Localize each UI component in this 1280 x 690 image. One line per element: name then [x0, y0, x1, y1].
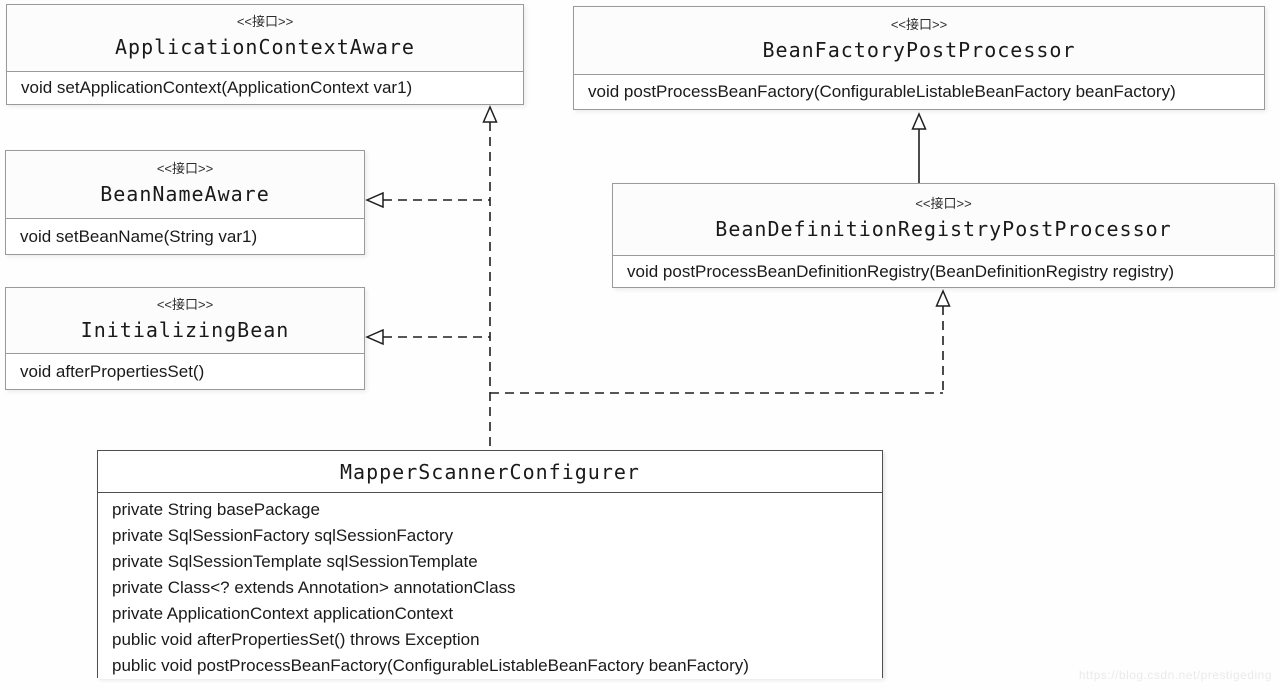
member-label: private SqlSessionFactory sqlSessionFact…: [112, 526, 454, 545]
member-label: private ApplicationContext applicationCo…: [112, 604, 454, 623]
method-compartment: void afterPropertiesSet(): [6, 354, 364, 389]
class-header: <<接口>> BeanDefinitionRegistryPostProcess…: [613, 184, 1274, 256]
class-name: BeanFactoryPostProcessor: [762, 37, 1076, 62]
stereotype-label: <<接口>>: [915, 195, 972, 211]
hollow-arrowhead-to-bdrpp: [935, 289, 951, 307]
member-label: public void afterPropertiesSet() throws …: [112, 630, 480, 649]
watermark-url: https://blog.csdn.net/prestigeding: [1078, 668, 1272, 682]
method-label: void setBeanName(String var1): [20, 226, 258, 246]
stereotype-label: <<接口>>: [890, 16, 948, 32]
stereotype-label: <<接口>>: [236, 14, 294, 29]
stereotype-label: <<接口>>: [156, 296, 214, 312]
method-label: void afterPropertiesSet(): [20, 361, 205, 381]
class-box-initializingbean: <<接口>> InitializingBean void afterProper…: [5, 287, 365, 390]
class-box-applicationcontextaware: <<接口>> ApplicationContextAware void setA…: [6, 4, 524, 105]
class-header: <<接口>> InitializingBean: [6, 288, 364, 354]
member-label: private SqlSessionTemplate sqlSessionTem…: [112, 552, 478, 571]
class-name: ApplicationContextAware: [115, 35, 415, 59]
class-box-beandefinitionregistrypostprocessor: <<接口>> BeanDefinitionRegistryPostProcess…: [612, 183, 1275, 288]
class-header: <<接口>> BeanNameAware: [6, 151, 364, 219]
method-compartment: void setApplicationContext(ApplicationCo…: [7, 72, 523, 104]
member-label: private String basePackage: [112, 500, 320, 519]
class-header: <<接口>> BeanFactoryPostProcessor: [574, 7, 1264, 75]
hollow-arrowhead-to-beannameaware: [365, 191, 384, 209]
class-name: BeanDefinitionRegistryPostProcessor: [715, 216, 1172, 241]
hollow-arrowhead-to-applicationcontextaware: [482, 105, 498, 123]
class-box-beannameaware: <<接口>> BeanNameAware void setBeanName(St…: [5, 150, 365, 255]
hollow-arrowhead-to-beanfactorypostprocessor: [911, 112, 927, 130]
stereotype-label: <<接口>>: [156, 160, 214, 176]
method-compartment: void postProcessBeanDefinitionRegistry(B…: [613, 256, 1274, 287]
hollow-arrowhead-to-initializingbean: [365, 328, 384, 346]
method-label: void postProcessBeanFactory(Configurable…: [588, 82, 1176, 101]
method-label: void setApplicationContext(ApplicationCo…: [21, 78, 413, 97]
class-header: MapperScannerConfigurer: [98, 451, 882, 493]
method-compartment: void postProcessBeanFactory(Configurable…: [574, 75, 1264, 109]
member-label: private Class<? extends Annotation> anno…: [112, 578, 516, 597]
class-box-beanfactorypostprocessor: <<接口>> BeanFactoryPostProcessor void pos…: [573, 6, 1265, 110]
class-box-mapperscannerconfigurer: MapperScannerConfigurer private String b…: [97, 450, 883, 679]
class-header: <<接口>> ApplicationContextAware: [7, 5, 523, 72]
member-compartment: private String basePackage private SqlSe…: [98, 493, 882, 679]
class-name: BeanNameAware: [100, 181, 270, 206]
class-name: InitializingBean: [80, 317, 290, 342]
member-label: public void postProcessBeanFactory(Confi…: [112, 656, 749, 675]
method-compartment: void setBeanName(String var1): [6, 219, 364, 254]
class-name: MapperScannerConfigurer: [340, 459, 640, 484]
method-label: void postProcessBeanDefinitionRegistry(B…: [627, 261, 1175, 281]
